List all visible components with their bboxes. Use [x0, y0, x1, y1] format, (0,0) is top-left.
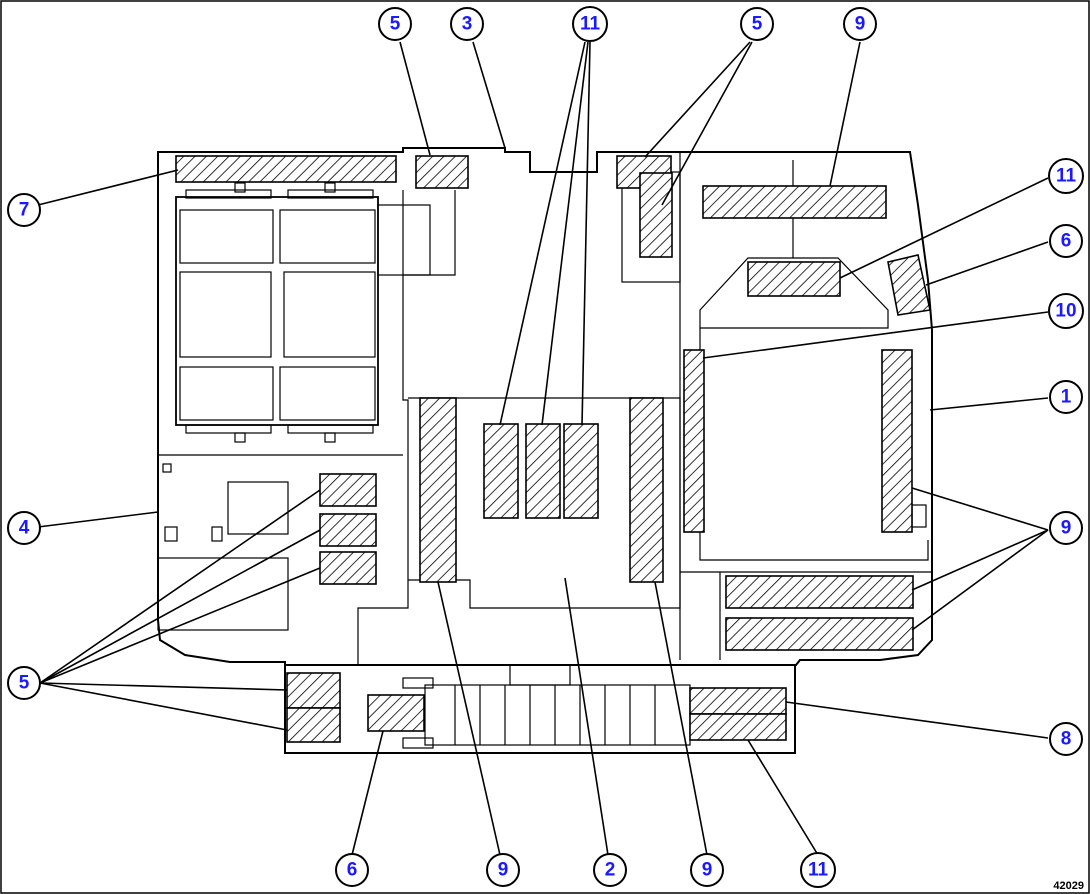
figure-number: 42029	[1053, 880, 1084, 892]
decal-11-a	[483, 423, 519, 519]
callout-label: 9	[1061, 518, 1072, 539]
decal-11-c	[563, 423, 599, 519]
decal-11-bottom	[689, 713, 787, 741]
callout-6-right: 6	[1049, 224, 1083, 258]
callout-label: 11	[808, 860, 829, 881]
callout-label: 6	[1061, 231, 1072, 252]
callout-label: 3	[462, 14, 473, 35]
decal-9-center-left	[419, 397, 457, 583]
callout-label: 11	[1056, 166, 1077, 187]
callout-label: 7	[19, 200, 30, 221]
callout-3-top: 3	[450, 7, 484, 41]
callout-9-right: 9	[1049, 511, 1083, 545]
decal-5-top-left	[415, 155, 469, 189]
callout-9-bottom-left: 9	[486, 853, 520, 887]
left-lower-panel	[157, 557, 289, 631]
decal-8	[689, 687, 787, 715]
callout-label: 9	[855, 14, 866, 35]
callout-label: 11	[580, 14, 601, 35]
decal-5-left-c	[319, 551, 377, 585]
left-lower-module	[227, 481, 289, 535]
decal-7	[175, 155, 397, 183]
callout-label: 8	[1061, 729, 1072, 750]
battery-box	[175, 196, 379, 426]
callout-10-right: 10	[1048, 293, 1084, 329]
center-console	[357, 190, 409, 665]
decal-6-bottom	[367, 694, 425, 732]
decal-6-right	[887, 254, 931, 316]
leader-lines	[37, 41, 1049, 856]
callout-label: 5	[752, 14, 763, 35]
callout-label: 5	[390, 14, 401, 35]
decal-9-right-vertical	[881, 349, 913, 533]
callout-label: 9	[498, 860, 509, 881]
callout-2-bottom: 2	[593, 853, 627, 887]
callout-label: 9	[702, 860, 713, 881]
decal-9-right-a	[725, 575, 914, 609]
decal-9-top-right	[702, 185, 887, 219]
callout-5-left: 5	[7, 666, 41, 700]
callout-9-top-right: 9	[843, 7, 877, 41]
decal-5-left-b	[319, 513, 377, 547]
decal-11-b	[525, 423, 561, 519]
decal-11-right	[747, 261, 841, 297]
callout-label: 4	[19, 518, 30, 539]
callout-label: 2	[605, 860, 616, 881]
callout-8-right: 8	[1049, 722, 1083, 756]
callout-11-top: 11	[572, 6, 608, 42]
callout-6-bottom: 6	[335, 853, 369, 887]
callout-4-left: 4	[7, 511, 41, 545]
callout-5-top-right: 5	[740, 7, 774, 41]
callout-7-left: 7	[7, 193, 41, 227]
callout-1-right: 1	[1049, 380, 1083, 414]
callout-11-right: 11	[1048, 158, 1084, 194]
decal-5-left-a	[319, 473, 377, 507]
callout-9-bottom-right: 9	[690, 853, 724, 887]
decal-10	[683, 349, 705, 533]
callout-label: 5	[19, 673, 30, 694]
callout-label: 10	[1055, 301, 1076, 322]
decal-9-center-right	[629, 397, 664, 583]
decal-5-bottom-b	[286, 707, 341, 743]
decal-9-right-b	[725, 617, 914, 651]
callout-5-top-left: 5	[378, 7, 412, 41]
decal-5-top-right-b	[639, 172, 673, 258]
decal-5-bottom-a	[286, 672, 341, 709]
callout-11-bottom: 11	[800, 852, 836, 888]
callout-label: 1	[1061, 387, 1072, 408]
callout-label: 6	[347, 860, 358, 881]
